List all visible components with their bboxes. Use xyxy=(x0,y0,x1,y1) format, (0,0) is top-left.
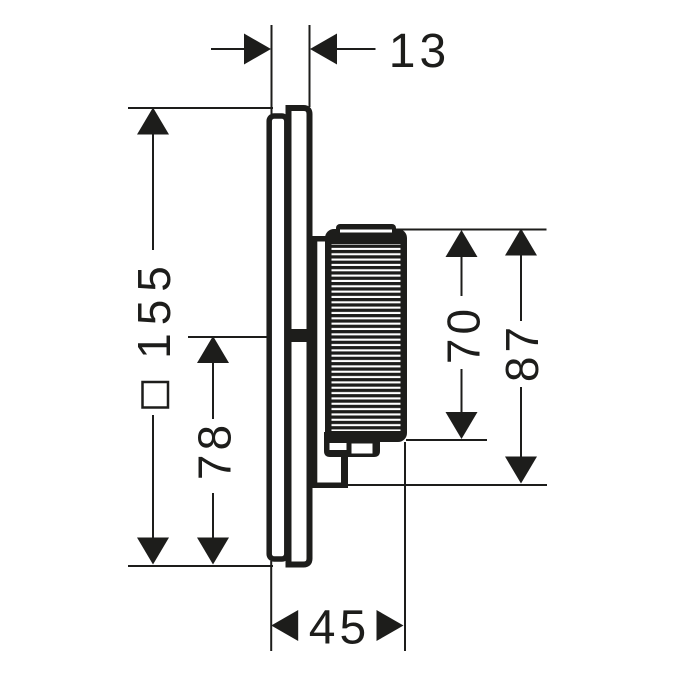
svg-text:45: 45 xyxy=(309,602,370,655)
svg-text:78: 78 xyxy=(189,421,241,480)
svg-text:13: 13 xyxy=(389,25,450,78)
svg-text:87: 87 xyxy=(496,323,548,382)
svg-text:155: 155 xyxy=(128,258,180,359)
svg-text:70: 70 xyxy=(438,305,490,364)
